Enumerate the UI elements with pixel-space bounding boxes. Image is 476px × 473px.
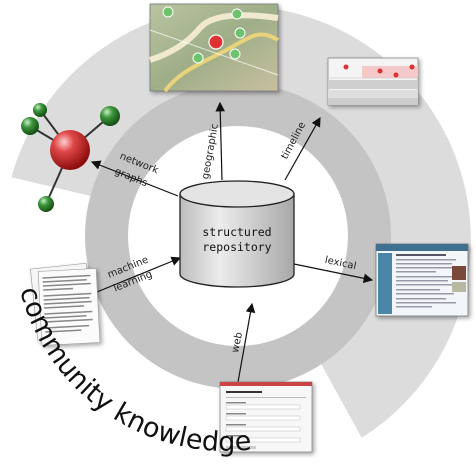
- repository-label-line1: structured: [202, 225, 271, 239]
- network-node-green: [100, 106, 120, 126]
- network-node-green: [21, 117, 39, 135]
- timeline-thumbnail: [327, 57, 419, 106]
- arrow-geographic: [215, 101, 226, 181]
- map-marker-green: [162, 6, 174, 18]
- map-marker-green: [229, 48, 241, 60]
- geographic-map-thumbnail: [149, 3, 279, 93]
- arrow-network: [90, 160, 179, 197]
- map-marker-green: [192, 52, 204, 64]
- map-marker-green: [234, 27, 246, 39]
- arrow-timeline: [284, 116, 321, 181]
- map-marker-red: [208, 34, 224, 50]
- repository-label-line2: repository: [202, 240, 271, 254]
- network-node-green: [38, 196, 54, 212]
- arrow-web: [237, 302, 256, 383]
- network-node-red: [50, 130, 90, 170]
- web-form-thumbnail: [219, 381, 313, 453]
- text-documents-thumbnail: [30, 262, 101, 346]
- network-graph-icon: [21, 103, 120, 212]
- arrow-ml: [91, 256, 182, 295]
- network-node-green: [33, 103, 47, 117]
- repository-cylinder: structured repository: [179, 180, 295, 288]
- map-marker-green: [231, 8, 243, 20]
- lexical-page-thumbnail: [375, 243, 469, 317]
- arrow-lexical: [293, 263, 374, 284]
- label-web: web: [230, 331, 245, 354]
